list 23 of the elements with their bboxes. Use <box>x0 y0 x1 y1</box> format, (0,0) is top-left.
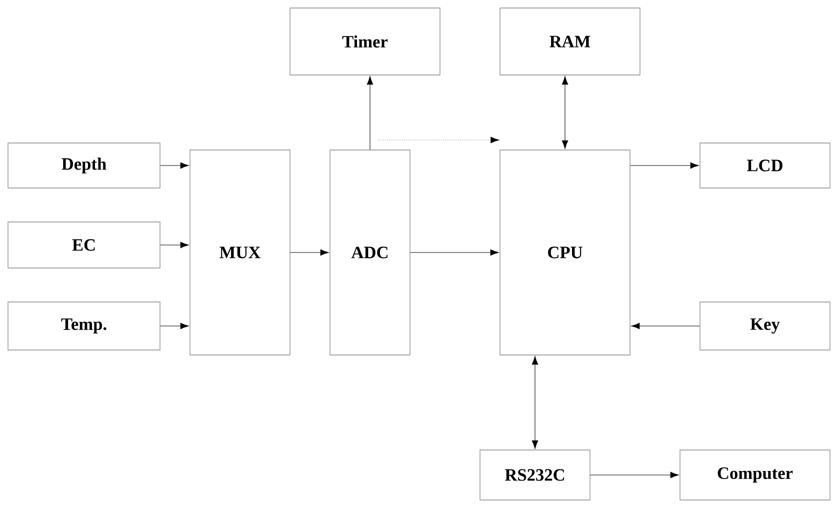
arrow <box>532 356 538 449</box>
block-box: Computer <box>680 450 830 500</box>
block-box: ADC <box>330 150 410 356</box>
arrow <box>410 249 499 256</box>
block-box: LCD <box>700 142 830 188</box>
arrow <box>160 322 189 330</box>
block-box: EC <box>8 222 160 268</box>
block-box: CPU <box>500 150 630 356</box>
arrow <box>366 76 374 150</box>
block-box: Key <box>700 302 830 350</box>
arrow <box>631 322 700 330</box>
block-box: MUX <box>190 150 290 356</box>
arrow <box>562 76 568 149</box>
block-box: RS232C <box>480 450 590 500</box>
arrow <box>630 162 699 169</box>
block-box: RAM <box>500 8 640 76</box>
block-box: Timer <box>290 8 440 76</box>
arrow <box>160 242 189 248</box>
arrow <box>160 162 189 169</box>
arrow <box>590 472 679 478</box>
block-box: Depth <box>8 142 160 188</box>
block-box: Temp. <box>8 302 160 350</box>
arrow <box>290 249 329 256</box>
